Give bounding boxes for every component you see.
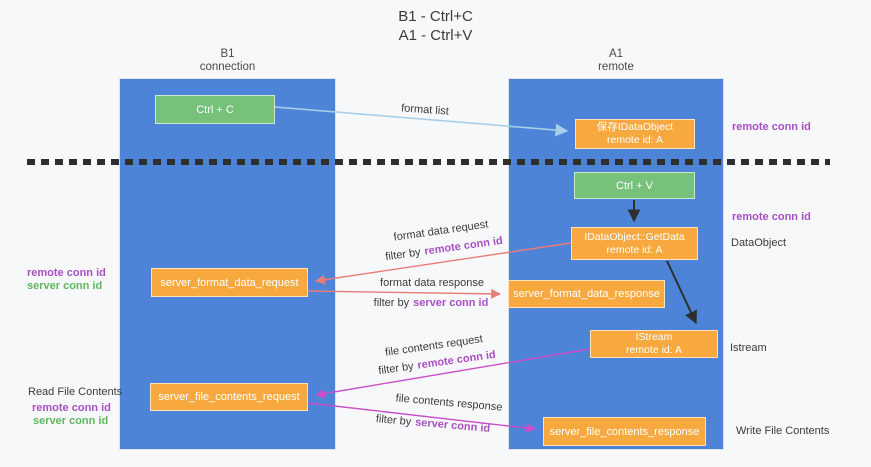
server-format-data-response-box: server_format_data_response bbox=[508, 280, 665, 308]
title-line-1: B1 - Ctrl+C bbox=[398, 8, 473, 25]
left-column-subtitle: connection bbox=[199, 61, 256, 73]
remote-conn-id-side-label-top-right: remote conn id bbox=[732, 121, 811, 133]
remote-conn-id-side-label-mid-right: remote conn id bbox=[732, 211, 811, 223]
write-file-contents-side-label: Write File Contents bbox=[736, 425, 830, 437]
istream-line1: IStream bbox=[635, 331, 673, 343]
save-idataobject-line1: 保存IDataObject bbox=[596, 121, 674, 133]
server-conn-id-side-label-left-1: server conn id bbox=[27, 280, 103, 292]
format-data-response-arrow bbox=[307, 288, 501, 299]
right-column-header: A1 remote bbox=[508, 48, 724, 74]
right-column-name: A1 bbox=[608, 48, 624, 60]
dataobject-side-label: DataObject bbox=[731, 237, 787, 249]
server-conn-id-text: server conn id bbox=[413, 297, 489, 309]
file-contents-response-label: file contents response bbox=[395, 392, 503, 414]
server-file-contents-request-box: server_file_contents_request bbox=[150, 383, 308, 411]
remote-conn-id-text: remote conn id bbox=[423, 234, 504, 258]
left-column-name: B1 bbox=[220, 48, 235, 60]
server-conn-id-side-label-left-2: server conn id bbox=[33, 415, 109, 427]
left-column-header: B1 connection bbox=[119, 48, 336, 74]
save-idataobject-box: 保存IDataObject remote id: A bbox=[575, 119, 695, 149]
server-format-data-request-box: server_format_data_request bbox=[151, 268, 308, 297]
filter-by-text: filter by bbox=[377, 360, 415, 378]
dashed-separator-line bbox=[27, 159, 830, 165]
format-data-response-label: format data response bbox=[380, 277, 484, 289]
istream-line2: remote id: A bbox=[625, 344, 683, 356]
read-file-contents-side-label: Read File Contents bbox=[28, 386, 123, 398]
getdata-line1: IDataObject::GetData bbox=[584, 230, 685, 243]
istream-side-label: Istream bbox=[730, 342, 767, 354]
getdata-line2: remote id: A bbox=[606, 243, 663, 256]
ctrl-c-box: Ctrl + C bbox=[155, 95, 275, 124]
filter-by-text: filter by bbox=[384, 246, 422, 264]
server-conn-id-text: server conn id bbox=[414, 416, 491, 435]
save-idataobject-line2: remote id: A bbox=[606, 134, 664, 146]
right-column-subtitle: remote bbox=[598, 61, 634, 73]
remote-conn-id-side-label-left-1: remote conn id bbox=[27, 267, 106, 279]
idataobject-getdata-box: IDataObject::GetData remote id: A bbox=[571, 227, 698, 260]
format-list-label: format list bbox=[400, 102, 450, 118]
diagram-title: B1 - Ctrl+C A1 - Ctrl+V bbox=[0, 7, 871, 45]
server-file-contents-response-box: server_file_contents_response bbox=[543, 417, 706, 446]
remote-conn-id-side-label-left-2: remote conn id bbox=[32, 402, 111, 414]
ctrl-v-box: Ctrl + V bbox=[574, 172, 695, 199]
istream-box: IStream remote id: A bbox=[590, 330, 718, 358]
title-line-2: A1 - Ctrl+V bbox=[398, 27, 473, 44]
filter-by-text: filter by bbox=[375, 413, 412, 429]
filter-by-text: filter by bbox=[373, 297, 410, 309]
